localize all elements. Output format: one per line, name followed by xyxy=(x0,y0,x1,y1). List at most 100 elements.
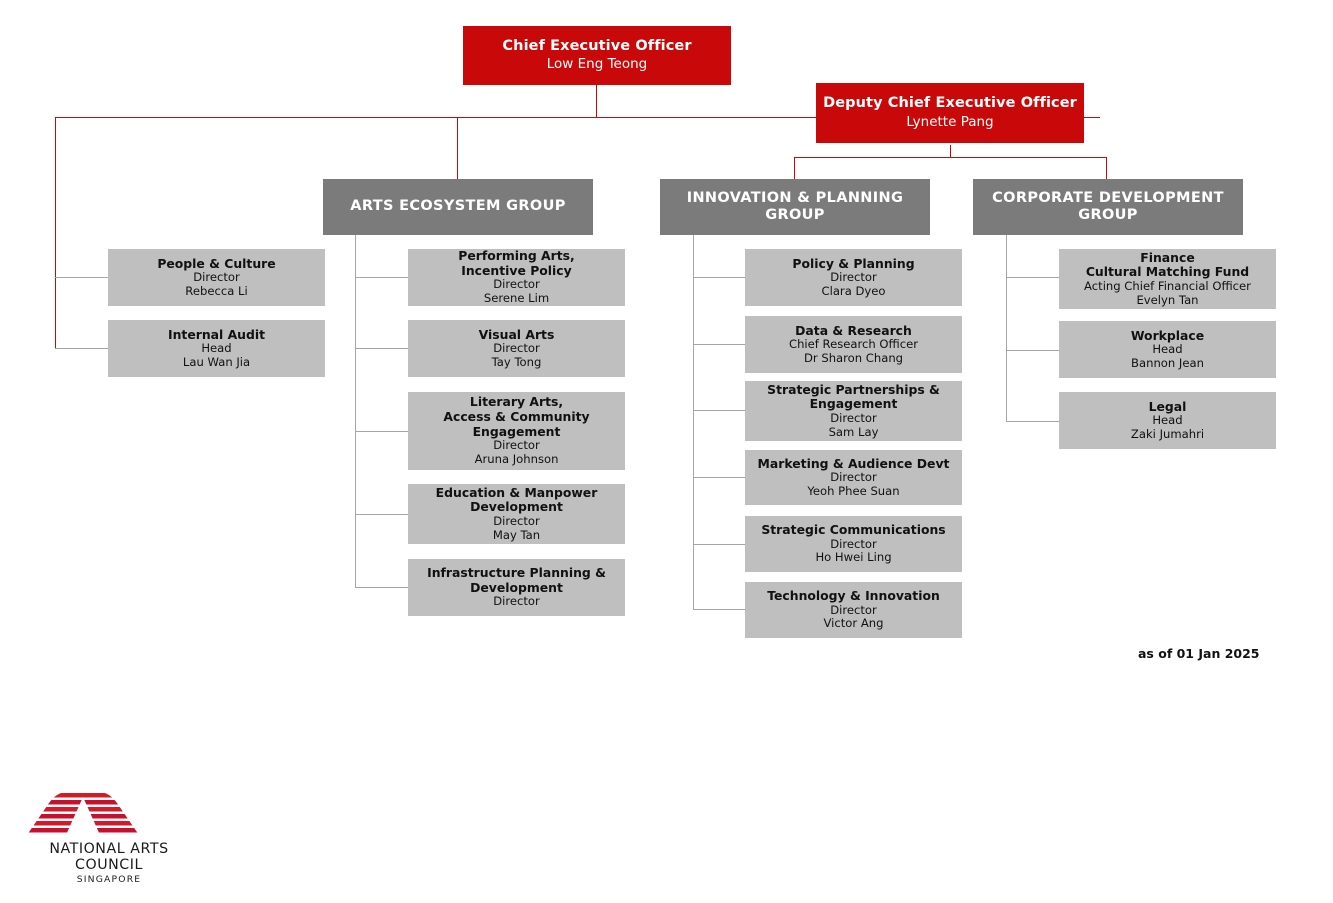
connector-dceo-stem xyxy=(950,145,952,158)
node-role: Head xyxy=(1152,413,1183,428)
node-role: Chief Research Officer xyxy=(788,337,919,352)
connector-innovation-stub-3 xyxy=(693,410,745,411)
node-strategic-partnerships-engagement[interactable]: Strategic Partnerships &Engagement Direc… xyxy=(745,381,962,441)
connector-ceo-stem xyxy=(596,85,598,118)
node-role: Director xyxy=(830,602,877,617)
node-role: Director xyxy=(830,536,877,551)
node-title: Marketing & Audience Devt xyxy=(757,455,950,471)
connector-arts-spine xyxy=(355,234,356,587)
connector-innovation-stub-6 xyxy=(693,609,745,610)
node-person-name: May Tan xyxy=(492,527,541,542)
node-legal[interactable]: Legal Head Zaki Jumahri xyxy=(1059,392,1276,449)
node-role: Director xyxy=(493,341,540,356)
node-person-name: Lau Wan Jia xyxy=(182,354,251,369)
node-role: Director xyxy=(193,270,240,285)
node-title: Strategic Communications xyxy=(761,522,946,538)
node-person-name: Yeoh Phee Suan xyxy=(807,483,900,498)
node-role: Head xyxy=(201,341,232,356)
node-strategic-communications[interactable]: Strategic Communications Director Ho Hwe… xyxy=(745,516,962,572)
node-infrastructure-planning-development[interactable]: Infrastructure Planning &Development Dir… xyxy=(408,559,625,616)
node-role: Head xyxy=(1152,342,1183,357)
node-person-name: Tay Tong xyxy=(491,354,542,369)
connector-corporate-stub-2 xyxy=(1006,350,1059,351)
connector-arts-stub-4 xyxy=(355,514,408,515)
connector-drop-innovation-planning xyxy=(794,157,796,179)
node-role: Director xyxy=(493,513,540,528)
node-person-name: Serene Lim xyxy=(483,291,550,306)
connector-innovation-stub-5 xyxy=(693,544,745,545)
node-person-name: Sam Lay xyxy=(828,424,879,439)
node-role: Director xyxy=(493,277,540,292)
node-policy-planning[interactable]: Policy & Planning Director Clara Dyeo xyxy=(745,249,962,306)
node-title: People & Culture xyxy=(157,255,276,271)
node-person-name: Rebecca Li xyxy=(185,283,248,298)
node-title: Infrastructure Planning &Development xyxy=(427,565,606,595)
node-performing-arts-incentive-policy[interactable]: Performing Arts,Incentive Policy Directo… xyxy=(408,248,625,306)
nac-logo: NATIONAL ARTS COUNCIL SINGAPORE xyxy=(18,786,200,885)
node-person-name: Clara Dyeo xyxy=(821,283,886,298)
connector-drop-corporate-development xyxy=(1106,157,1108,179)
connector-dceo-bus xyxy=(794,157,1107,159)
node-person-name: Aruna Johnson xyxy=(474,451,559,466)
connector-direct-unit-stub-1 xyxy=(55,277,108,278)
node-data-research[interactable]: Data & Research Chief Research Officer D… xyxy=(745,316,962,373)
node-deputy-chief-executive-officer[interactable]: Deputy Chief Executive Officer Lynette P… xyxy=(816,83,1084,143)
node-person-name: Low Eng Teong xyxy=(546,56,648,73)
connector-arts-stub-5 xyxy=(355,587,408,588)
node-group-arts-ecosystem-group[interactable]: ARTS ECOSYSTEM GROUP xyxy=(323,179,593,235)
connector-innovation-stub-4 xyxy=(693,477,745,478)
connector-arts-stub-2 xyxy=(355,348,408,349)
node-role: Director xyxy=(493,438,540,453)
connector-ceo-left-spine xyxy=(55,117,57,349)
connector-innovation-stub-2 xyxy=(693,344,745,345)
node-title: Policy & Planning xyxy=(792,255,915,271)
node-title: Strategic Partnerships &Engagement xyxy=(767,381,940,412)
connector-corporate-spine xyxy=(1006,234,1007,421)
node-role: Director xyxy=(493,594,540,609)
connector-arts-stub-3 xyxy=(355,431,408,432)
node-title: Technology & Innovation xyxy=(767,588,940,604)
node-internal-audit[interactable]: Internal Audit Head Lau Wan Jia xyxy=(108,320,325,377)
node-role: Director xyxy=(830,470,877,485)
node-title: Chief Executive Officer xyxy=(502,37,692,54)
node-title: Deputy Chief Executive Officer xyxy=(823,95,1077,112)
node-person-name: Bannon Jean xyxy=(1131,355,1204,370)
node-person-name: Lynette Pang xyxy=(906,113,994,130)
node-people-and-culture[interactable]: People & Culture Director Rebecca Li xyxy=(108,249,325,306)
node-title: Data & Research xyxy=(795,322,912,338)
node-title: Visual Arts xyxy=(478,326,555,342)
connector-arts-stub-1 xyxy=(355,277,408,278)
as-of-date: as of 01 Jan 2025 xyxy=(1138,646,1260,661)
connector-corporate-stub-1 xyxy=(1006,277,1059,278)
node-role: Director xyxy=(830,270,877,285)
node-chief-executive-officer[interactable]: Chief Executive Officer Low Eng Teong xyxy=(463,26,731,85)
connector-corporate-stub-3 xyxy=(1006,421,1059,422)
node-role: Acting Chief Financial Officer xyxy=(1084,278,1251,293)
node-technology-innovation[interactable]: Technology & Innovation Director Victor … xyxy=(745,582,962,638)
node-marketing-audience-devt[interactable]: Marketing & Audience Devt Director Yeoh … xyxy=(745,450,962,505)
node-person-name: Victor Ang xyxy=(823,616,884,631)
node-title: Legal xyxy=(1148,398,1187,414)
node-person-name: Evelyn Tan xyxy=(1136,292,1199,307)
group-title: ARTS ECOSYSTEM GROUP xyxy=(350,198,566,215)
node-person-name: Zaki Jumahri xyxy=(1130,426,1205,441)
node-visual-arts[interactable]: Visual Arts Director Tay Tong xyxy=(408,320,625,377)
logo-wordmark: NATIONAL ARTS COUNCIL xyxy=(49,841,169,873)
connector-innovation-spine xyxy=(693,234,694,609)
nac-arch-logo-icon xyxy=(27,793,139,833)
node-person-name: Ho Hwei Ling xyxy=(815,550,892,565)
connector-direct-unit-stub-2 xyxy=(55,348,108,349)
node-workplace[interactable]: Workplace Head Bannon Jean xyxy=(1059,321,1276,378)
node-person-name: Dr Sharon Chang xyxy=(803,350,904,365)
node-role: Director xyxy=(830,410,877,425)
